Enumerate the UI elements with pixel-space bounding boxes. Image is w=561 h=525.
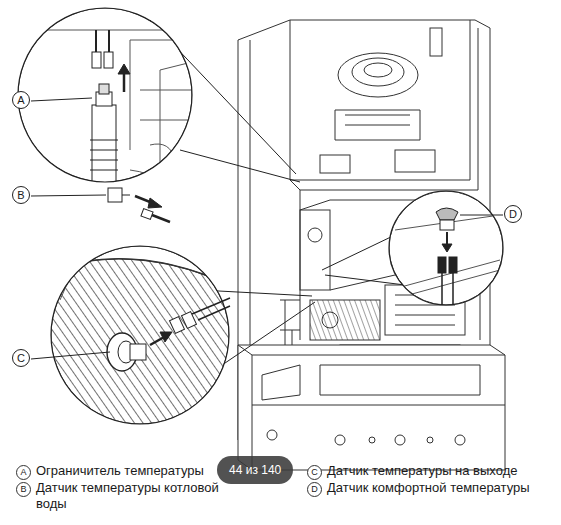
callout-letter: C xyxy=(12,349,30,367)
legend-letter: A xyxy=(16,465,31,480)
legend-text: Датчик комфортной температуры xyxy=(327,480,532,496)
legend-text: Датчик температуры котловой воды xyxy=(36,480,236,512)
legend-letter: D xyxy=(307,482,322,497)
legend-text: Датчик температуры на выходе xyxy=(327,463,552,479)
legend-letter: C xyxy=(307,465,322,480)
callout-letter: A xyxy=(12,91,30,109)
legend-text: Ограничитель температуры xyxy=(36,463,211,479)
callout-letter: B xyxy=(12,186,30,204)
callout-letter: D xyxy=(504,205,522,223)
legend-letter: B xyxy=(16,482,31,497)
page-indicator: 44 из 140 xyxy=(217,456,293,484)
